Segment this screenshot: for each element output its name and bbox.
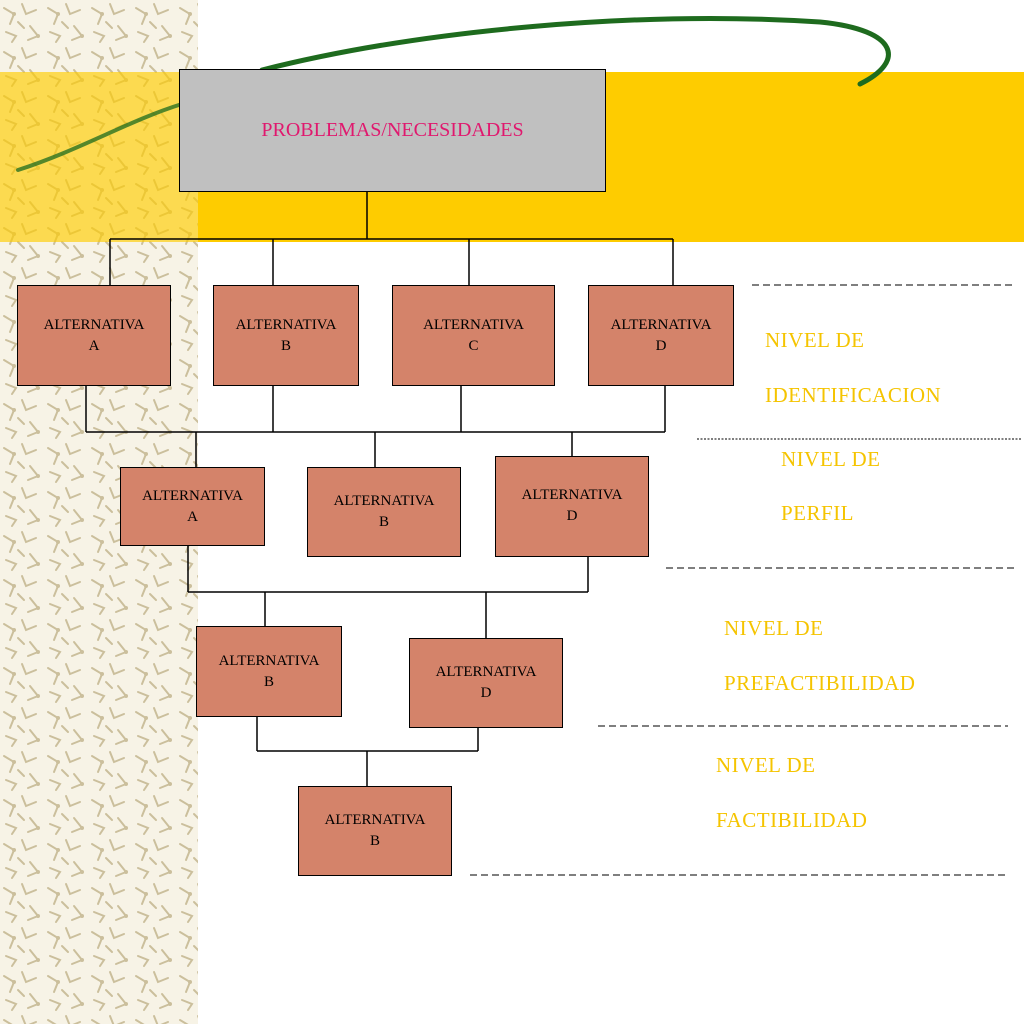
alternative-box-row1-d: ALTERNATIVA D [588,285,734,386]
alternative-letter: D [566,508,578,524]
alternative-box-row3-b: ALTERNATIVA B [196,626,342,717]
level-identificacion-line1: NIVEL DE [765,328,865,352]
green-arc-tail [16,102,184,172]
tree-connectors [85,192,674,786]
level-factibilidad-line1: NIVEL DE [716,753,816,777]
alternative-letter: B [369,833,380,849]
alternative-box-row1-a: ALTERNATIVA A [17,285,171,386]
alternative-letter: B [280,337,291,354]
alternative-letter: B [263,673,274,690]
alternative-title: ALTERNATIVA [142,487,243,504]
alternative-title: ALTERNATIVA [43,316,145,333]
level-factibilidad-line2: FACTIBILIDAD [716,808,868,832]
level-prefactibilidad-line2: PREFACTIBILIDAD [724,671,916,695]
alternative-title: ALTERNATIVA [435,664,537,680]
alternative-title: ALTERNATIVA [235,316,337,333]
alternative-letter: C [468,337,479,354]
alternative-letter: A [187,508,198,525]
alternative-box-row2-a: ALTERNATIVA A [120,467,265,546]
alternative-title: ALTERNATIVA [610,316,712,333]
level-perfil-line2: PERFIL [781,501,855,525]
alternative-box-row4-b: ALTERNATIVA B [298,786,452,876]
root-problems-box: PROBLEMAS/NECESIDADES [179,69,606,192]
level-prefactibilidad-line1: NIVEL DE [724,616,824,640]
alternative-title: ALTERNATIVA [218,652,320,669]
alternative-title: ALTERNATIVA [324,812,426,828]
alternative-title: ALTERNATIVA [521,487,623,503]
level-separators [470,284,1022,876]
root-label: PROBLEMAS/NECESIDADES [261,119,524,141]
alternative-box-row1-b: ALTERNATIVA B [213,285,359,386]
green-arc [259,16,891,87]
alternative-letter: D [655,337,667,354]
alternative-title: ALTERNATIVA [423,316,524,333]
alternative-letter: A [88,337,100,354]
level-perfil-line1: NIVEL DE [781,447,881,471]
alternative-letter: D [480,685,492,701]
alternative-box-row2-d: ALTERNATIVA D [495,456,649,557]
alternative-box-row3-d: ALTERNATIVA D [409,638,563,728]
alternative-box-row1-c: ALTERNATIVA C [392,285,555,386]
alternative-letter: B [378,514,389,530]
alternative-title: ALTERNATIVA [333,493,435,509]
level-identificacion-line2: IDENTIFICACION [765,383,942,407]
alternative-box-row2-b: ALTERNATIVA B [307,467,461,557]
